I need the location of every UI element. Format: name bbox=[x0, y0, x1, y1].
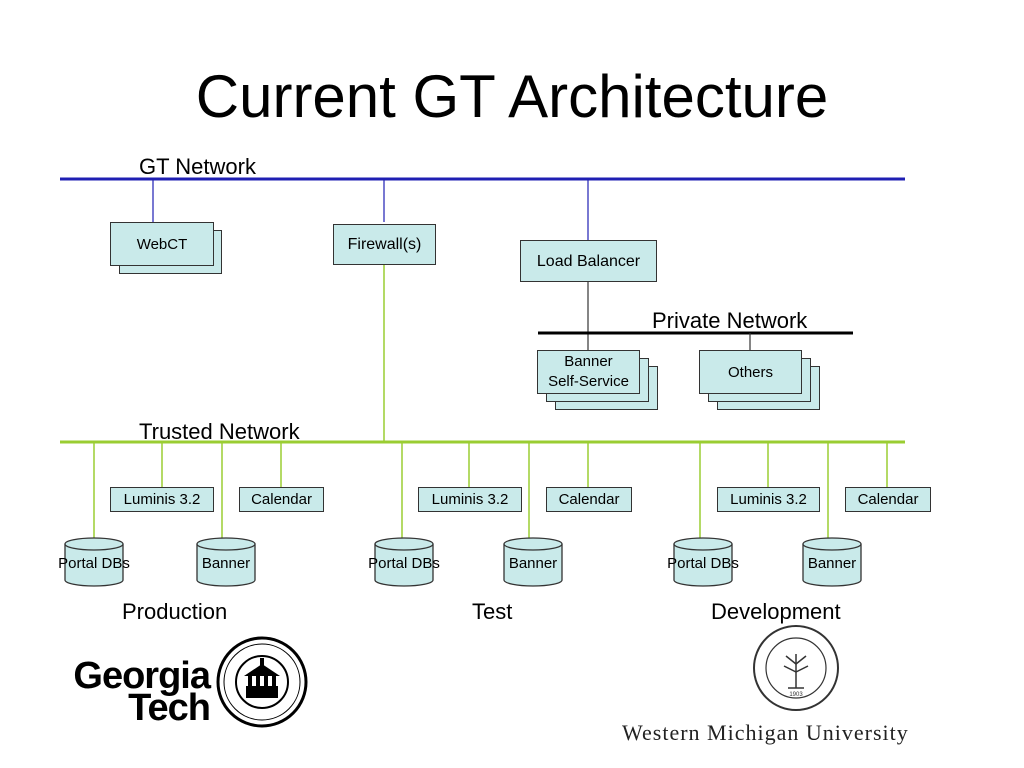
banner-self-service-box: Banner Self-Service bbox=[537, 350, 640, 394]
webct-label: WebCT bbox=[136, 235, 188, 253]
wmu-seal-icon: 1903 bbox=[753, 625, 839, 711]
development-label: Development bbox=[711, 599, 841, 624]
calendar-box-test: Calendar bbox=[546, 487, 632, 512]
banner-db-production: Banner bbox=[196, 537, 256, 587]
wmu-wordmark: Western Michigan University bbox=[622, 720, 909, 745]
georgia-tech-wordmark: Georgia Tech bbox=[50, 655, 211, 729]
luminis-label: Luminis 3.2 bbox=[730, 491, 807, 508]
webct-box: WebCT bbox=[110, 222, 214, 266]
firewall-label: Firewall(s) bbox=[347, 236, 422, 253]
others-box: Others bbox=[699, 350, 802, 394]
load-balancer-label: Load Balancer bbox=[536, 252, 641, 270]
production-label: Production bbox=[122, 599, 228, 624]
private-network-label: Private Network bbox=[652, 308, 808, 333]
portal-dbs-test: Portal DBs bbox=[368, 537, 440, 587]
database-icon bbox=[503, 537, 563, 587]
calendar-label: Calendar bbox=[857, 491, 919, 508]
banner-db-test: Banner bbox=[503, 537, 563, 587]
georgia-tech-logo-text: Georgia Tech bbox=[73, 655, 211, 729]
gt-network-label: GT Network bbox=[139, 154, 256, 179]
database-icon bbox=[673, 537, 733, 587]
portal-dbs-label: Portal DBs bbox=[58, 555, 130, 572]
luminis-box-production: Luminis 3.2 bbox=[110, 487, 214, 512]
calendar-box-production: Calendar bbox=[239, 487, 324, 512]
portal-dbs-label: Portal DBs bbox=[667, 555, 739, 572]
georgia-tech-seal-icon bbox=[216, 636, 308, 728]
calendar-label: Calendar bbox=[558, 491, 620, 508]
banner-label: Banner bbox=[807, 555, 857, 572]
banner-label: Banner bbox=[508, 555, 558, 572]
portal-dbs-development: Portal DBs bbox=[667, 537, 739, 587]
banner-self-service-label: Banner Self-Service bbox=[548, 353, 629, 390]
banner-db-development: Banner bbox=[802, 537, 862, 587]
others-label: Others bbox=[727, 363, 773, 381]
load-balancer-box: Load Balancer bbox=[520, 240, 657, 282]
portal-dbs-label: Portal DBs bbox=[368, 555, 440, 572]
database-icon bbox=[374, 537, 434, 587]
trusted-network-label: Trusted Network bbox=[139, 419, 300, 444]
page-title: Current GT Architecture bbox=[195, 63, 829, 130]
banner-label: Banner bbox=[201, 555, 251, 572]
luminis-box-test: Luminis 3.2 bbox=[418, 487, 522, 512]
test-label: Test bbox=[472, 599, 513, 624]
firewall-box: Firewall(s) bbox=[333, 224, 436, 265]
calendar-box-development: Calendar bbox=[845, 487, 931, 512]
calendar-label: Calendar bbox=[251, 491, 312, 508]
luminis-label: Luminis 3.2 bbox=[431, 491, 509, 508]
luminis-label: Luminis 3.2 bbox=[123, 491, 201, 508]
svg-text:1903: 1903 bbox=[789, 692, 803, 698]
database-icon bbox=[802, 537, 862, 587]
database-icon bbox=[196, 537, 256, 587]
luminis-box-development: Luminis 3.2 bbox=[717, 487, 820, 512]
database-icon bbox=[64, 537, 124, 587]
portal-dbs-production: Portal DBs bbox=[58, 537, 130, 587]
